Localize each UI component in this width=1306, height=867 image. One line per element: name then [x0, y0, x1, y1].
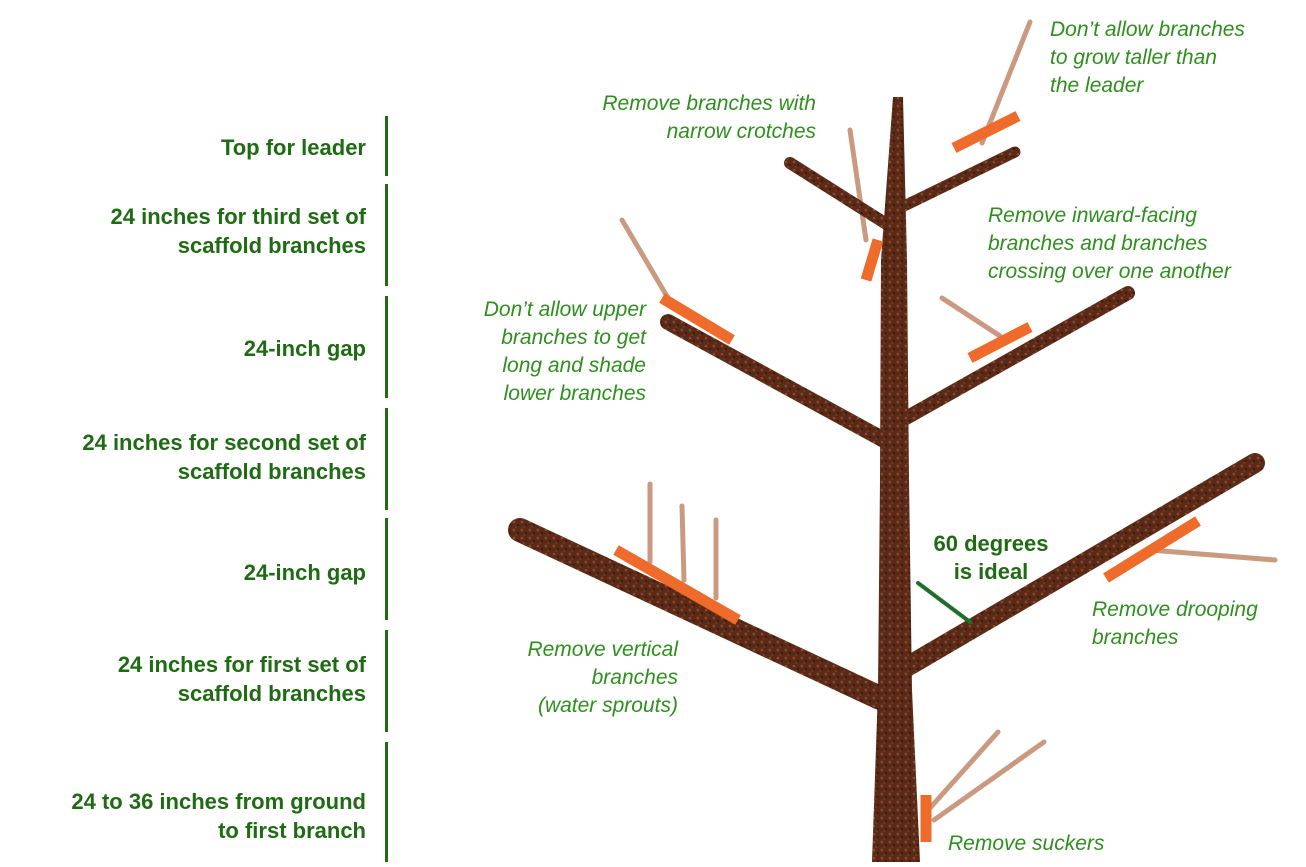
cut-marker-vertical	[613, 545, 741, 625]
branch-upper-right-leader	[894, 146, 1021, 214]
scale-label-first-scaffold: 24 inches for first set of scaffold bran…	[117, 652, 366, 706]
removed-branch-tall	[979, 19, 1033, 146]
scale-line-top-leader	[385, 116, 388, 176]
branch-mid-left	[660, 314, 892, 448]
scale-line-gap-upper	[385, 296, 388, 398]
note-suckers: Remove suckers	[948, 832, 1105, 855]
note-taller-than-leader: Don’t allow branches to grow taller than…	[1050, 18, 1245, 97]
scale-label-second-scaffold: 24 inches for second set of scaffold bra…	[82, 430, 366, 484]
branch-upper-left-crotch	[784, 157, 894, 231]
removed-branches	[619, 19, 1278, 823]
scale-label-ground: 24 to 36 inches from ground to first bra…	[71, 789, 366, 843]
scale-label-gap-lower: 24-inch gap	[243, 560, 366, 585]
branch-mid-right	[899, 286, 1135, 425]
note-upper-branches: Don’t allow upper branches to get long a…	[483, 298, 646, 405]
removed-branch-drooping	[1147, 547, 1278, 563]
angle-label: 60 degrees is ideal	[933, 531, 1049, 584]
cut-marker-crotch	[860, 238, 884, 282]
angle-indicator-line	[916, 581, 972, 624]
scale-line-first-scaffold	[385, 630, 388, 732]
note-vertical: Remove vertical branches (water sprouts)	[527, 638, 678, 717]
removed-branch-upper-left	[619, 217, 671, 301]
trunk	[872, 97, 920, 862]
scale-line-third-scaffold	[385, 184, 388, 286]
cut-marker-leader	[951, 111, 1021, 153]
scale-line-gap-lower	[385, 518, 388, 620]
scale-line-ground	[385, 742, 388, 862]
tree-branches	[508, 146, 1265, 710]
note-drooping: Remove drooping branches	[1092, 598, 1258, 649]
scale-label-top-leader: Top for leader	[220, 135, 366, 160]
scale-label-gap-upper: 24-inch gap	[243, 336, 366, 361]
removed-branch-crotch	[847, 127, 869, 243]
removed-branch-inward	[939, 295, 1003, 339]
scale-label-third-scaffold: 24 inches for third set of scaffold bran…	[110, 204, 367, 258]
water-sprout-2	[679, 503, 687, 583]
cut-markers	[613, 111, 1201, 842]
sucker-1	[927, 729, 1001, 811]
cut-marker-inward	[967, 322, 1033, 363]
note-narrow-crotches: Remove branches with narrow crotches	[602, 92, 816, 143]
cut-marker-drooping	[1103, 516, 1201, 583]
scale-line-second-scaffold	[385, 408, 388, 510]
sucker-2	[931, 739, 1047, 823]
branch-lower-right	[895, 453, 1265, 678]
cut-marker-upper-left	[659, 293, 735, 345]
branch-lower-left	[508, 518, 892, 710]
note-inward-facing: Remove inward-facing branches and branch…	[988, 204, 1231, 283]
